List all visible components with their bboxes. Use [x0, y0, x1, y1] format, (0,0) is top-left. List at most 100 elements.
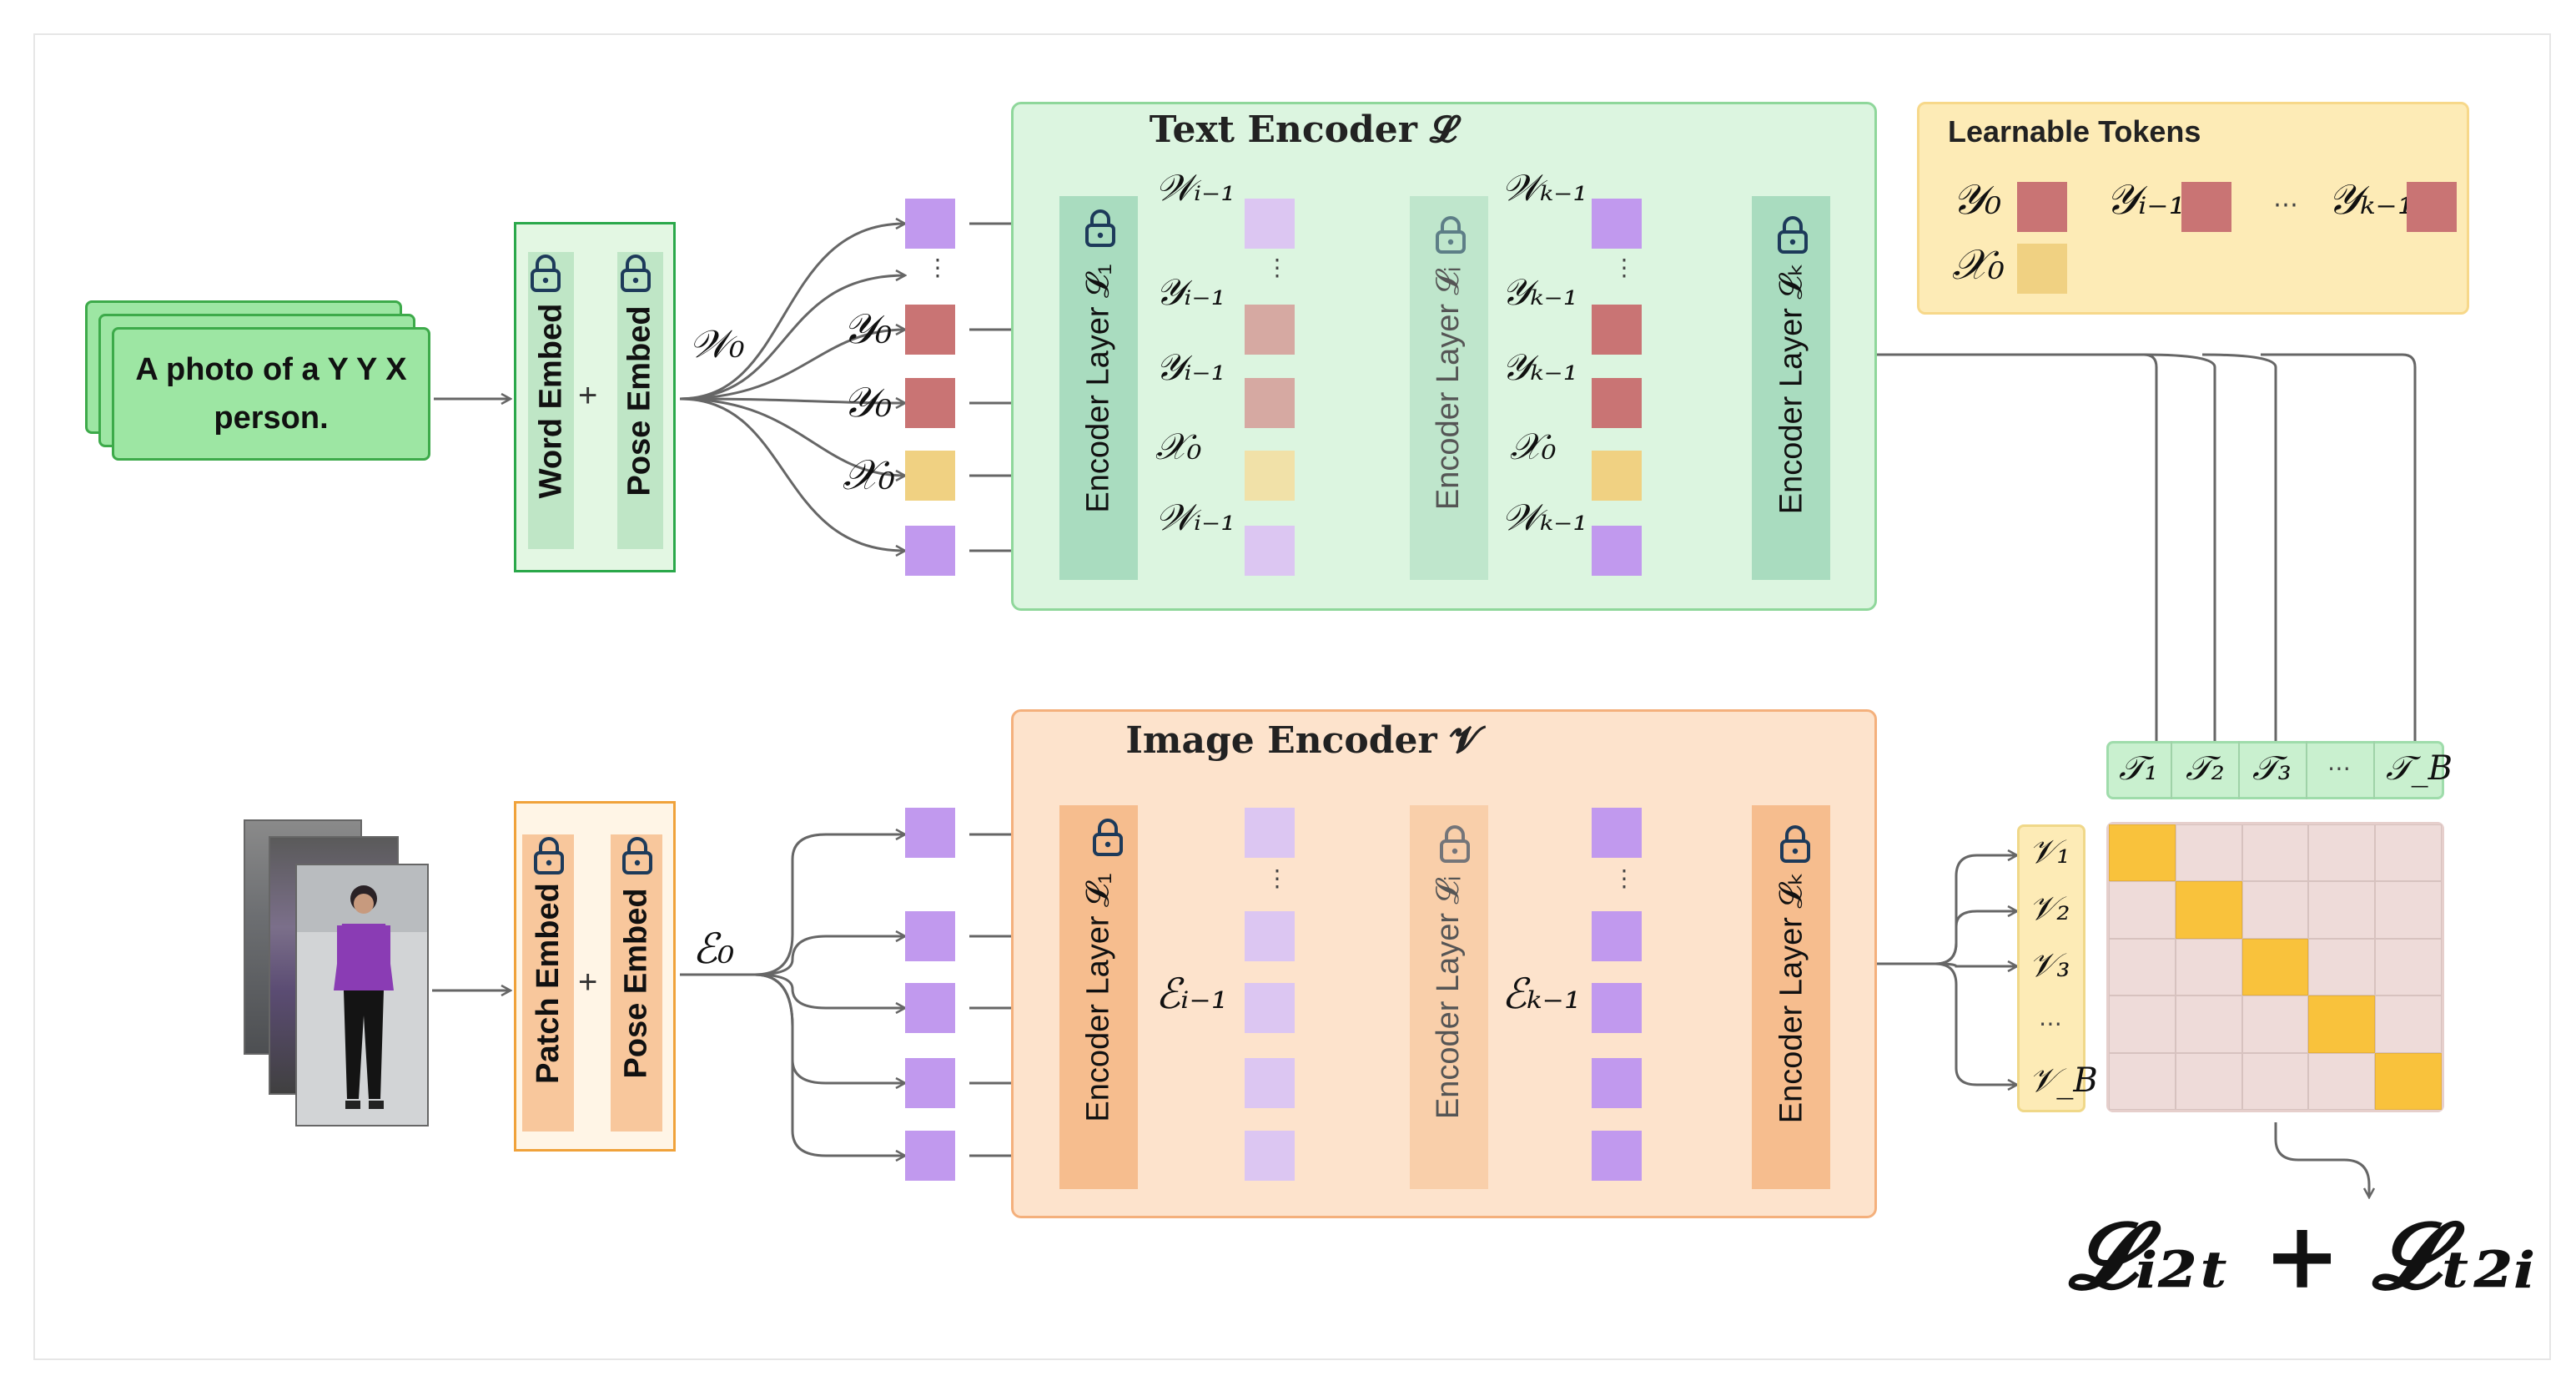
matrix-cell: [2241, 824, 2309, 882]
token-red-light: [1245, 305, 1295, 355]
w-k-1-symbol: 𝒲ₖ₋₁: [1502, 496, 1588, 539]
y-k-1-symbol: 𝒴ₖ₋₁: [1502, 346, 1578, 389]
lock-icon: [619, 836, 656, 879]
token-purple-light: [1245, 526, 1295, 576]
token-purple-light: [1245, 911, 1295, 961]
e-i-1-symbol: ℰᵢ₋₁: [1155, 970, 1228, 1018]
matrix-cell: [2375, 824, 2442, 882]
x0-symbol-mid: 𝒳₀: [1155, 426, 1202, 468]
image-feature-ellipsis: ⋯: [2039, 1010, 2062, 1037]
token-yellow: [905, 451, 955, 501]
matrix-cell: [2308, 938, 2376, 996]
token-yellow-light: [1245, 451, 1295, 501]
pose-embed-column-text: Pose Embed: [617, 252, 663, 549]
ellipsis: ⋮: [1265, 254, 1289, 281]
image-layer-k-label: Encoder Layer 𝓛ₖ: [1774, 871, 1809, 1123]
ellipsis: ⋮: [926, 254, 949, 281]
ellipsis: ⋮: [1265, 864, 1289, 892]
learnable-y-k-1: 𝒴ₖ₋₁: [2327, 175, 2414, 224]
image-encoder-layer-i: Encoder Layer 𝓛ᵢ: [1410, 805, 1488, 1189]
lock-icon: [1436, 824, 1473, 867]
token-yellow: [1592, 451, 1642, 501]
y0-symbol: 𝒴₀: [843, 305, 893, 353]
token-red: [2181, 182, 2231, 232]
y-i-1-symbol: 𝒴ᵢ₋₁: [1155, 346, 1226, 389]
token-purple: [905, 1131, 955, 1181]
matrix-cell: [2175, 995, 2242, 1053]
e-k-1-symbol: ℰₖ₋₁: [1502, 970, 1581, 1018]
matrix-cell: [2109, 995, 2176, 1053]
token-purple: [1592, 1131, 1642, 1181]
token-red: [2017, 182, 2067, 232]
matrix-cell-diagonal: [2241, 938, 2309, 996]
x0-symbol: 𝒳₀: [843, 451, 896, 499]
strip-divider: [2238, 741, 2240, 799]
token-purple: [1592, 526, 1642, 576]
matrix-cell: [2308, 881, 2376, 939]
patch-embed-label: Patch Embed: [530, 882, 566, 1084]
image-encoder-layer-1: Encoder Layer 𝓛₁: [1059, 805, 1138, 1189]
learnable-tokens-title: Learnable Tokens: [1948, 114, 2201, 149]
prompt-card: A photo of a Y Y X person.: [112, 327, 430, 461]
plus-sign-text: +: [578, 377, 598, 414]
plus-sign-image: +: [578, 964, 598, 1000]
learnable-y0: 𝒴₀: [1952, 175, 2002, 224]
token-red: [1592, 305, 1642, 355]
y-i-1-symbol: 𝒴ᵢ₋₁: [1155, 271, 1226, 314]
matrix-cell-diagonal: [2375, 1052, 2442, 1110]
token-yellow: [2017, 244, 2067, 294]
matrix-cell: [2375, 938, 2442, 996]
token-purple: [905, 983, 955, 1033]
lock-icon: [1089, 818, 1126, 860]
image-feature-3: 𝒱₃: [2029, 946, 2070, 985]
text-layer-i-label: Encoder Layer 𝓛ᵢ: [1431, 266, 1467, 510]
image-layer-1-label: Encoder Layer 𝓛₁: [1080, 872, 1116, 1122]
text-layer-1-label: Encoder Layer 𝓛₁: [1080, 263, 1116, 513]
matrix-cell: [2241, 881, 2309, 939]
ellipsis: ⋮: [1613, 254, 1636, 281]
text-layer-k-label: Encoder Layer 𝓛ₖ: [1774, 262, 1809, 514]
learnable-y-i-1: 𝒴ᵢ₋₁: [2106, 175, 2186, 224]
lock-icon: [1082, 209, 1119, 251]
matrix-cell: [2241, 995, 2309, 1053]
similarity-matrix: [2106, 822, 2444, 1112]
matrix-cell: [2175, 1052, 2242, 1110]
token-purple: [1592, 983, 1642, 1033]
w-i-1-symbol: 𝒲ᵢ₋₁: [1155, 496, 1235, 539]
token-purple: [905, 199, 955, 249]
token-purple: [1592, 1058, 1642, 1108]
contrastive-loss: 𝓛ᵢ₂ₜ + 𝓛ₜ₂ᵢ: [2069, 1202, 2536, 1309]
w0-symbol: 𝒲₀: [689, 321, 745, 366]
token-red-light: [1245, 378, 1295, 428]
matrix-cell: [2241, 1052, 2309, 1110]
lock-icon: [531, 836, 567, 879]
pose-embed-label-text: Pose Embed: [622, 305, 658, 496]
matrix-cell: [2308, 824, 2376, 882]
w-i-1-symbol: 𝒲ᵢ₋₁: [1155, 167, 1235, 209]
matrix-cell: [2375, 881, 2442, 939]
learnable-x0: 𝒳₀: [1952, 240, 2005, 289]
image-feature-1: 𝒱₁: [2029, 833, 2070, 871]
patch-embed-column: Patch Embed: [522, 834, 574, 1132]
matrix-cell: [2109, 938, 2176, 996]
text-encoder-layer-k: Encoder Layer 𝓛ₖ: [1752, 196, 1830, 580]
token-purple: [905, 911, 955, 961]
strip-divider: [2171, 741, 2172, 799]
token-red: [2407, 182, 2457, 232]
token-purple: [905, 808, 955, 858]
image-feature-strip: [2017, 824, 2085, 1112]
y0-symbol: 𝒴₀: [843, 378, 893, 426]
token-purple-light: [1245, 808, 1295, 858]
matrix-cell-diagonal: [2175, 881, 2242, 939]
w-k-1-symbol: 𝒲ₖ₋₁: [1502, 167, 1588, 209]
token-purple: [1592, 808, 1642, 858]
matrix-cell-diagonal: [2308, 995, 2376, 1053]
learnable-ellipsis: ⋯: [2273, 190, 2298, 219]
matrix-cell: [2109, 1052, 2176, 1110]
pose-embed-label-image: Pose Embed: [618, 887, 654, 1079]
token-red: [1592, 378, 1642, 428]
word-embed-label: Word Embed: [533, 303, 569, 498]
text-feature-2: 𝒯₂: [2186, 749, 2225, 788]
text-encoder-layer-i: Encoder Layer 𝓛ᵢ: [1410, 196, 1488, 580]
